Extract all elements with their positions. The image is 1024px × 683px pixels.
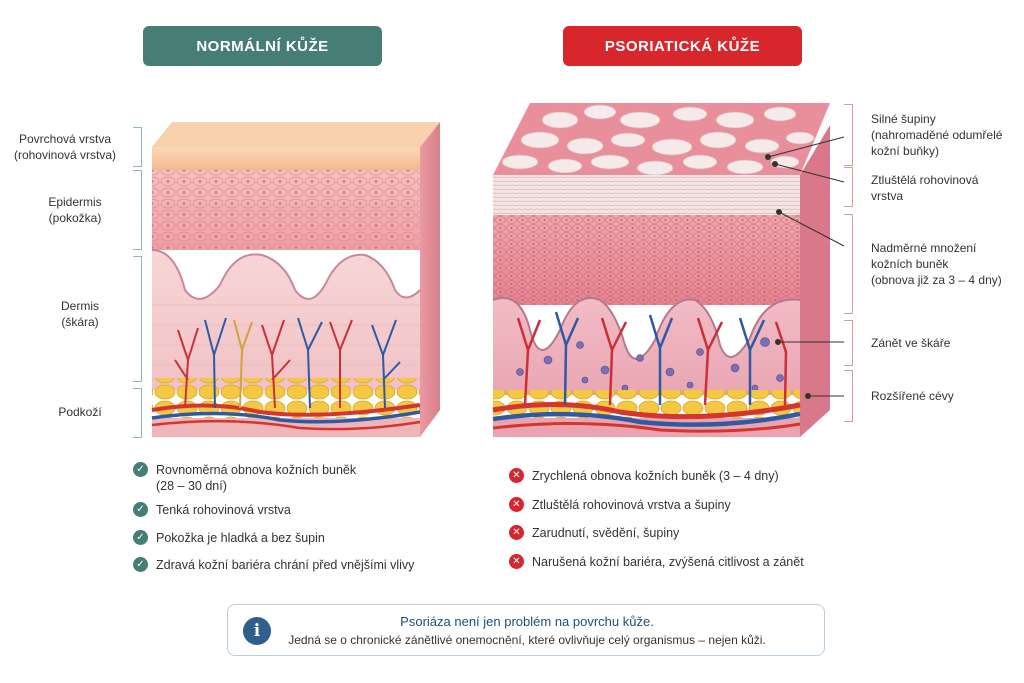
label-dermal-inflammation: Zánět ve škáře — [871, 336, 951, 350]
list-item: ✕ Ztluštělá rohovinová vrstva a šupiny — [509, 497, 731, 513]
list-item-text: Rovnoměrná obnova kožních buněk(28 – 30 … — [156, 463, 357, 493]
cross-icon: ✕ — [509, 468, 524, 483]
list-item-text: Zdravá kožní bariéra chrání před vnějším… — [156, 558, 415, 572]
list-item-text: Zarudnutí, svědění, šupiny — [532, 526, 680, 540]
list-item: ✕ Narušená kožní bariéra, zvýšená citliv… — [509, 554, 804, 570]
list-item-text: Zrychlená obnova kožních buněk (3 – 4 dn… — [532, 469, 779, 483]
normal-skin-list: ✓ Rovnoměrná obnova kožních buněk(28 – 3… — [133, 462, 453, 582]
cross-icon: ✕ — [509, 554, 524, 569]
list-item: ✓ Tenká rohovinová vrstva — [133, 502, 291, 518]
checkmark-icon: ✓ — [133, 502, 148, 517]
checkmark-icon: ✓ — [133, 530, 148, 545]
info-title: Psoriáza není jen problém na povrchu kůž… — [400, 614, 654, 629]
list-item-text: Narušená kožní bariéra, zvýšená citlivos… — [532, 555, 804, 569]
list-item: ✕ Zarudnutí, svědění, šupiny — [509, 525, 679, 541]
info-icon: i — [243, 617, 271, 645]
bracket-thick-scales — [844, 104, 853, 166]
label-subcutis: Podkoží — [58, 405, 102, 419]
normal-skin-block — [151, 122, 440, 437]
list-item: ✓ Zdravá kožní bariéra chrání před vnějš… — [133, 557, 414, 573]
list-item: ✕ Zrychlená obnova kožních buněk (3 – 4 … — [509, 468, 779, 484]
info-callout: i Psoriáza není jen problém na povrchu k… — [227, 604, 825, 656]
psoriatic-leader-lines — [765, 136, 845, 399]
psoriatic-skin-list: ✕ Zrychlená obnova kožních buněk (3 – 4 … — [509, 468, 849, 578]
label-thick-scales: Silné šupiny (nahromaděné odumřelé kožní… — [871, 112, 1003, 158]
bracket-epidermis — [133, 170, 142, 250]
bracket-dermal-inflammation — [844, 320, 853, 366]
label-dermis: Dermis(škára) — [61, 299, 99, 329]
bracket-dermis — [133, 256, 142, 382]
normal-skin-header: NORMÁLNÍ KŮŽE — [143, 26, 382, 66]
psoriatic-skin-block — [492, 103, 830, 437]
bracket-dilated-vessels — [844, 370, 853, 422]
bracket-thickened-corneum — [844, 167, 853, 207]
label-stratum-corneum: Povrchová vrstva(rohovinová vrstva) — [13, 132, 117, 162]
bracket-subcutis — [133, 388, 142, 438]
cross-icon: ✕ — [509, 497, 524, 512]
list-item-text: Pokožka je hladká a bez šupin — [156, 531, 325, 545]
list-item-text: Ztluštělá rohovinová vrstva a šupiny — [532, 498, 731, 512]
psoriatic-skin-header: PSORIATICKÁ KŮŽE — [563, 26, 802, 66]
checkmark-icon: ✓ — [133, 462, 148, 477]
list-item: ✓ Rovnoměrná obnova kožních buněk(28 – 3… — [133, 462, 356, 494]
label-hyperproliferation: Nadměrné množení kožních buněk (obnova j… — [871, 241, 1002, 287]
label-dilated-vessels: Rozšířené cévy — [871, 389, 954, 403]
label-epidermis: Epidermis(pokožka) — [48, 195, 102, 225]
checkmark-icon: ✓ — [133, 557, 148, 572]
bracket-stratum-corneum — [133, 127, 142, 167]
label-thickened-corneum: Ztluštělá rohovinová vrstva — [871, 173, 979, 203]
list-item-text: Tenká rohovinová vrstva — [156, 503, 291, 517]
list-item: ✓ Pokožka je hladká a bez šupin — [133, 530, 325, 546]
bracket-hyperproliferation — [844, 214, 853, 314]
cross-icon: ✕ — [509, 525, 524, 540]
info-body: Jedná se o chronické zánětlivé onemocněn… — [288, 633, 766, 647]
